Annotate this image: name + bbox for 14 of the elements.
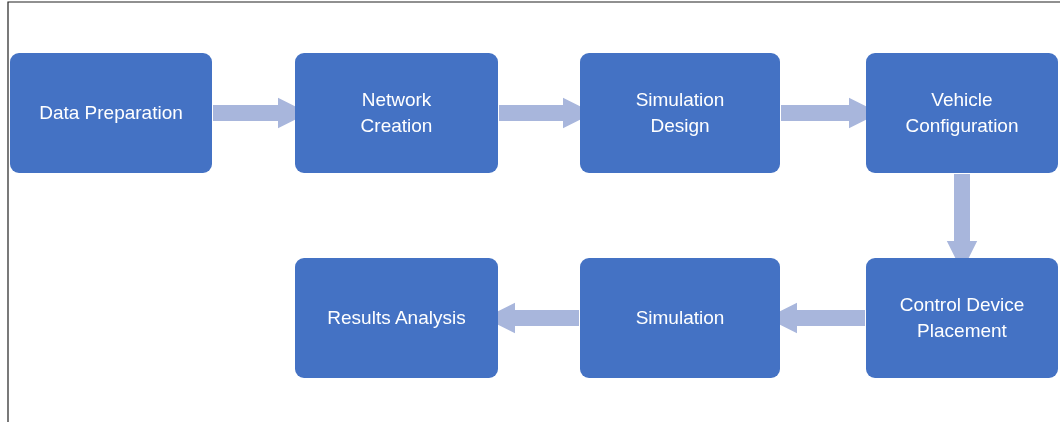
step-label: Vehicle Configuration — [904, 88, 1020, 138]
step-label: Control Device Placement — [898, 293, 1026, 343]
process-box — [10, 53, 212, 173]
step-label: Simulation — [635, 306, 725, 331]
step-label: Results Analysis — [327, 306, 466, 331]
process-box — [295, 258, 498, 378]
process-box — [580, 53, 780, 173]
step-label: Data Preparation — [39, 101, 183, 126]
process-box — [295, 53, 498, 173]
process-box — [580, 258, 780, 378]
process-box — [866, 258, 1058, 378]
step-label: Network Creation — [359, 88, 434, 138]
process-box — [866, 53, 1058, 173]
step-label: Simulation Design — [634, 88, 726, 138]
